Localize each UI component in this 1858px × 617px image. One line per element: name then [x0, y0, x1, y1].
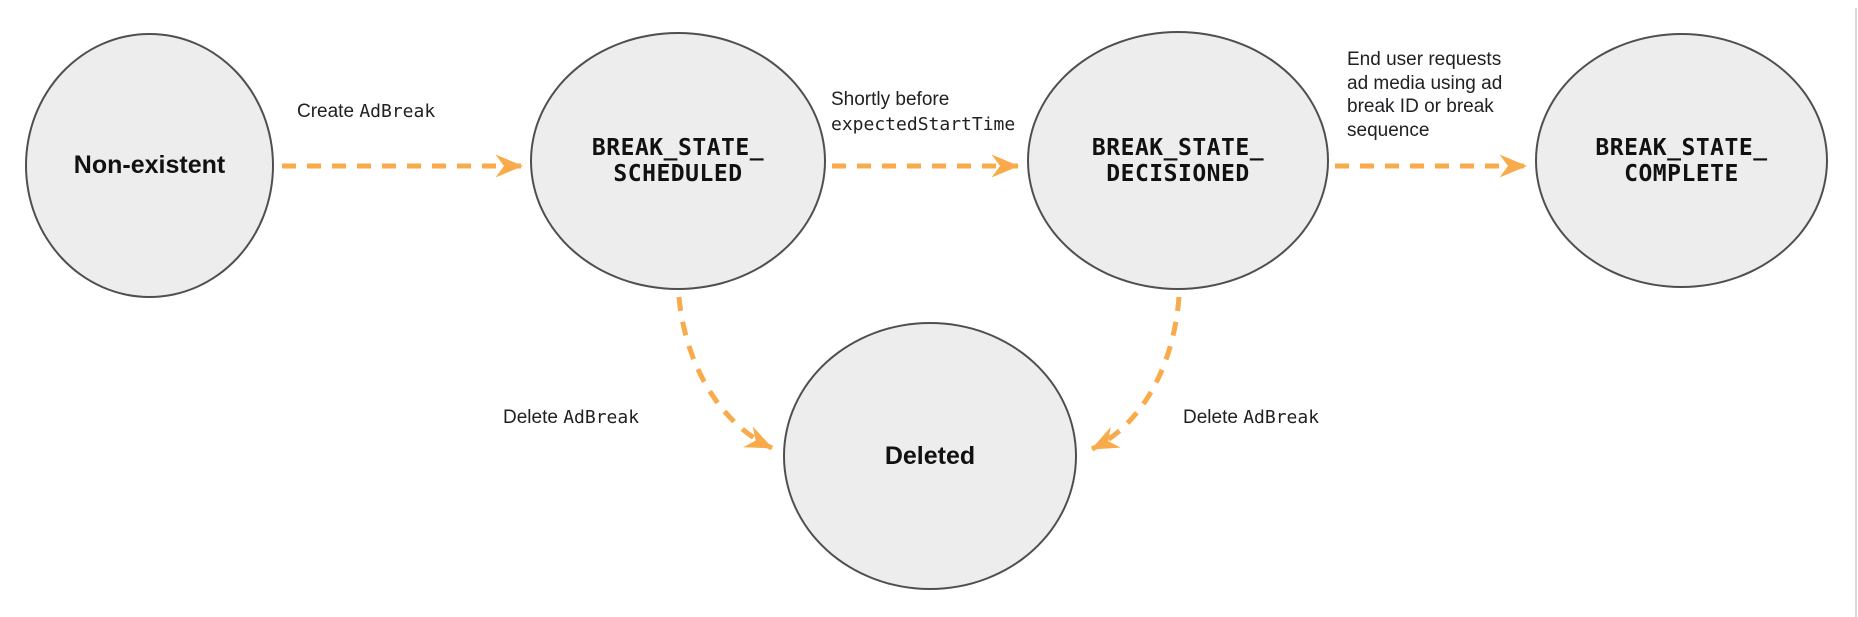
state-label-line2: COMPLETE: [1624, 160, 1739, 187]
transition-label-end-user-requests: End user requests ad media using ad brea…: [1347, 48, 1527, 142]
state-label-break-state-decisioned: BREAK_STATE_ DECISIONED: [1092, 135, 1264, 187]
transition-label-create-adbreak: Create AdBreak: [297, 99, 435, 124]
label-text: Create: [297, 101, 360, 122]
state-node-break-state-complete: BREAK_STATE_ COMPLETE: [1535, 33, 1828, 288]
content-right-border: [1855, 8, 1857, 617]
state-node-break-state-decisioned: BREAK_STATE_ DECISIONED: [1027, 31, 1329, 290]
state-node-deleted: Deleted: [783, 322, 1077, 590]
label-code: AdBreak: [563, 407, 640, 428]
state-label-line2: SCHEDULED: [613, 161, 743, 187]
label-line: break ID or break: [1347, 96, 1494, 117]
state-node-non-existent: Non-existent: [25, 33, 274, 298]
transition-label-shortly-before: Shortly before expectedStartTime: [831, 87, 1015, 137]
state-label-break-state-complete: BREAK_STATE_ COMPLETE: [1595, 135, 1767, 187]
state-label-line2: DECISIONED: [1106, 160, 1250, 187]
label-text: Delete: [1183, 407, 1244, 428]
state-node-break-state-scheduled: BREAK_STATE_ SCHEDULED: [530, 32, 826, 290]
arrow-scheduled-to-deleted: [676, 296, 774, 451]
label-code: expectedStartTime: [831, 114, 1016, 135]
state-label-non-existent: Non-existent: [73, 151, 226, 179]
state-label-deleted: Deleted: [884, 441, 976, 470]
state-label-line1: BREAK_STATE_: [1595, 134, 1768, 161]
state-label-line1: BREAK_STATE_: [591, 135, 765, 161]
transition-label-delete-adbreak-left: Delete AdBreak: [503, 405, 639, 430]
label-line: sequence: [1347, 119, 1430, 141]
transition-label-delete-adbreak-right: Delete AdBreak: [1183, 405, 1319, 430]
label-text: Delete: [503, 407, 564, 428]
label-code: AdBreak: [359, 101, 436, 122]
arrow-decisioned-to-deleted: [1090, 296, 1182, 452]
state-label-break-state-scheduled: BREAK_STATE_ SCHEDULED: [592, 135, 764, 187]
label-code: AdBreak: [1243, 407, 1320, 428]
label-line: End user requests: [1347, 49, 1502, 70]
state-label-line1: BREAK_STATE_: [1091, 134, 1265, 161]
label-line: ad media using ad: [1347, 72, 1503, 94]
label-text: Shortly before: [831, 89, 950, 110]
